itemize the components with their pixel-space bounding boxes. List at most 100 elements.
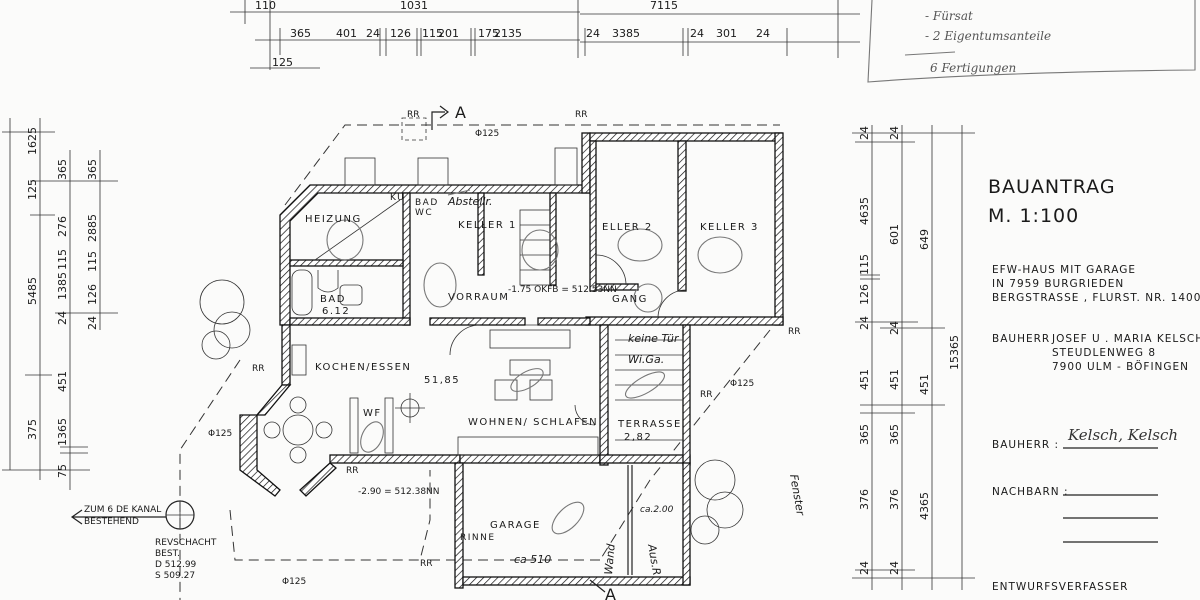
dim-label: 1385 (56, 272, 69, 300)
note-line: 6 Fertigungen (930, 61, 1016, 75)
dim-label: 401 (336, 27, 357, 40)
revschacht-label: BEST. (155, 549, 180, 559)
building-plan: A A HEIZUNG KU (70, 103, 807, 600)
room-label-kochen-essen: KOCHEN/ESSEN (315, 362, 411, 373)
dim-label: 24 (858, 126, 871, 140)
dim-label: 451 (888, 369, 901, 390)
room-label-wohnen-schlafen: WOHNEN/ SCHLAFEN (468, 417, 598, 428)
room-label-keller3: KELLER 3 (700, 222, 759, 233)
dim-label: 24 (888, 126, 901, 140)
dim-label: 175 (478, 27, 499, 40)
neighbours-label: NACHBARN : (992, 486, 1069, 498)
dim-label: 24 (858, 316, 871, 330)
handwritten-ausr: Aus.R. (645, 542, 664, 580)
pipe-diameter-label: Φ125 (282, 577, 306, 587)
dim-label: 110 (255, 0, 276, 12)
dim-label: 24 (858, 561, 871, 575)
dim-label: 24 (56, 311, 69, 325)
title-block: BAUANTRAG M. 1:100 EFW-HAUS MIT GARAGE I… (988, 176, 1200, 593)
revschacht-label: S 509.27 (155, 571, 195, 581)
top-dimensions: 110 1031 7115 365 401 24 126 115 201 175… (230, 0, 860, 70)
dim-label: 24 (756, 27, 770, 40)
owner-signature: Kelsch, Kelsch (1067, 426, 1178, 444)
pipe-diameter-label: Φ125 (730, 379, 754, 389)
handwritten-keine-tuer: keine Tür (628, 332, 680, 345)
room-label-gang: GANG (612, 294, 648, 305)
rr-label: RR (346, 466, 359, 476)
room-label-bad-wc: WC (415, 208, 433, 218)
dim-label: 115 (858, 254, 871, 275)
dim-label: 75 (56, 464, 69, 478)
rr-label: RR (788, 327, 801, 337)
room-area-terrasse: 2,82 (624, 432, 652, 443)
floor-level-label: -1.75 OKFB = 512.53NN (508, 285, 617, 295)
dim-label: 125 (26, 179, 39, 200)
right-dimensions: 24 4635 115 126 24 451 365 376 24 24 601… (852, 125, 975, 590)
dim-label: 24 (366, 27, 380, 40)
dim-label: 115 (422, 27, 443, 40)
dim-label: 3385 (612, 27, 640, 40)
dim-label: 2885 (86, 214, 99, 242)
dim-label: 126 (858, 284, 871, 305)
dim-label: 2135 (494, 27, 522, 40)
room-label-terrasse: TERRASSE (617, 419, 682, 430)
dim-label: 1365 (56, 418, 69, 446)
project-line: IN 7959 BURGRIEDEN (992, 278, 1124, 290)
project-line: EFW-HAUS MIT GARAGE (992, 264, 1136, 276)
handwritten-notes: - Fürsat - 2 Eigentumsanteile 6 Fertigun… (867, 0, 1196, 83)
dim-label: 115 (56, 249, 69, 270)
dim-label: 24 (690, 27, 704, 40)
dim-label: 375 (26, 419, 39, 440)
owner-label: BAUHERR (992, 333, 1050, 345)
room-area-bad: 6.12 (322, 306, 350, 317)
rr-label: RR (575, 110, 588, 120)
dim-label: 24 (888, 561, 901, 575)
room-label-bad-wc: BAD (415, 198, 439, 208)
dim-label: 451 (858, 369, 871, 390)
dim-label: 24 (586, 27, 600, 40)
dim-label: 301 (716, 27, 737, 40)
handwritten-wiga: Wi.Ga. (628, 353, 664, 366)
dim-label: 1031 (400, 0, 428, 12)
room-label-heizung: HEIZUNG (305, 214, 362, 225)
rr-label: RR (407, 110, 420, 120)
handwritten-ca510: -ca 510 (510, 553, 551, 566)
project-line: BERGSTRASSE , FLURST. NR. 1400 (992, 292, 1200, 304)
left-dimensions: 1625 125 5485 375 365 276 1385 115 24 45… (2, 118, 118, 490)
room-label-wf: WF (363, 408, 382, 419)
dim-label: 365 (858, 424, 871, 445)
tree-symbol (199, 279, 744, 545)
section-a-marker: A (605, 585, 616, 600)
pencil-annotations (326, 189, 743, 535)
dim-label: 24 (86, 316, 99, 330)
room-label-keller2: ELLER 2 (602, 222, 653, 233)
owner-sign-label: BAUHERR : (992, 439, 1059, 451)
dim-label: 601 (888, 224, 901, 245)
dim-label: 365 (56, 159, 69, 180)
room-label-bad: BAD (320, 294, 346, 305)
handwritten-abstellraum: Abstellr. (447, 195, 492, 208)
owner-line: JOSEF U . MARIA KELSCH (1051, 333, 1200, 345)
dim-label: 125 (272, 56, 293, 69)
dim-label: 451 (918, 374, 931, 395)
dim-label: 126 (390, 27, 411, 40)
dim-label: 15365 (948, 335, 961, 370)
rr-label: RR (700, 390, 713, 400)
dim-label: 376 (858, 489, 871, 510)
designer-label: ENTWURFSVERFASSER (992, 581, 1128, 593)
room-label-keller1: KELLER 1 (458, 220, 517, 231)
dim-label: 376 (888, 489, 901, 510)
drawing-title: BAUANTRAG (988, 176, 1116, 198)
dim-label: 24 (888, 321, 901, 335)
owner-line: STEUDLENWEG 8 (1052, 347, 1156, 359)
handwritten-ca200: ca.2.00 (640, 505, 674, 515)
handwritten-wand: Wand (602, 542, 618, 575)
section-a-marker: A (455, 103, 466, 122)
dim-label: 365 (86, 159, 99, 180)
pipe-diameter-label: Φ125 (208, 429, 232, 439)
pipe-diameter-label: Φ125 (475, 129, 499, 139)
dim-label: 7115 (650, 0, 678, 12)
room-label-ku: KU (390, 193, 405, 203)
revschacht-label: D 512.99 (155, 560, 197, 570)
